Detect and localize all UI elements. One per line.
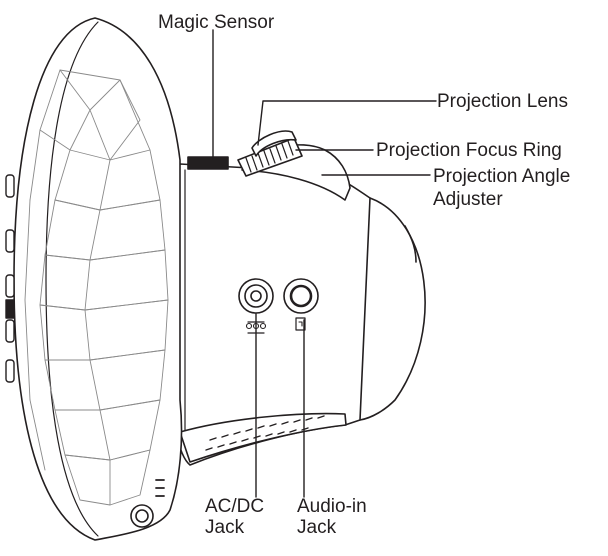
audio-in-jack bbox=[283, 278, 319, 331]
shell-pattern bbox=[24, 69, 169, 506]
acdc-jack-label-line1: AC/DC bbox=[205, 496, 265, 517]
projection-angle-adjuster-label-line1: Projection Angle bbox=[433, 166, 571, 187]
leader-lines bbox=[212, 29, 437, 498]
projection-angle-adjuster-label-line2: Adjuster bbox=[433, 189, 503, 210]
projection-focus-ring-label: Projection Focus Ring bbox=[376, 140, 562, 161]
speaker-shell bbox=[13, 17, 183, 541]
rear-dome bbox=[359, 197, 426, 421]
magic-sensor-label: Magic Sensor bbox=[158, 12, 275, 33]
projection-lens-label: Projection Lens bbox=[437, 91, 568, 112]
audio-in-jack-label-line1: Audio-in bbox=[297, 496, 367, 517]
focus-ring bbox=[237, 137, 303, 177]
side-buttons bbox=[5, 174, 15, 383]
lens bbox=[251, 130, 297, 157]
vent-slots bbox=[205, 415, 325, 451]
acdc-jack bbox=[238, 278, 274, 334]
focus-ring-knurls bbox=[245, 140, 294, 173]
audio-in-jack-label-line2: Jack bbox=[297, 517, 337, 538]
magic-sensor-block bbox=[187, 156, 229, 170]
bottom-foot bbox=[130, 479, 165, 528]
acdc-jack-label-line2: Jack bbox=[205, 517, 245, 538]
